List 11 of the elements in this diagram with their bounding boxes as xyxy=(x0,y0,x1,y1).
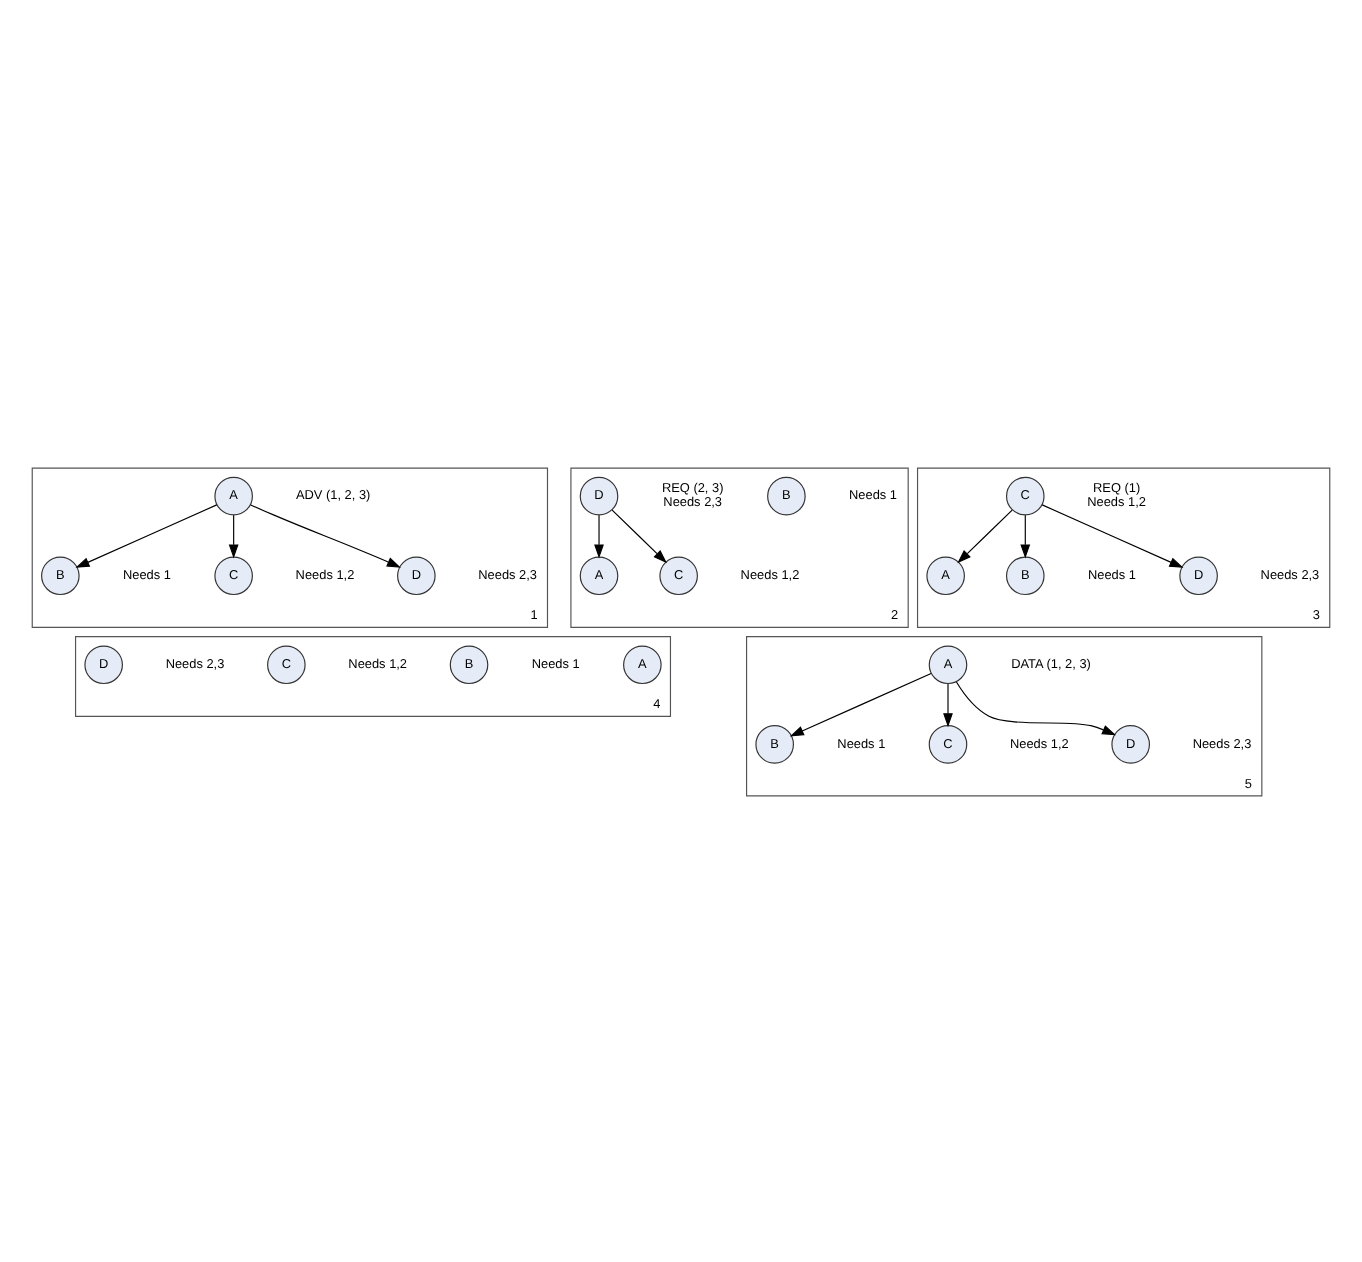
arrow xyxy=(943,682,953,727)
arrow xyxy=(957,508,1013,563)
arrow xyxy=(228,513,239,558)
arrow xyxy=(250,503,401,567)
arrow xyxy=(955,680,1117,735)
arrow xyxy=(789,671,932,736)
arrow xyxy=(75,503,218,567)
arrow xyxy=(594,513,604,558)
arrow xyxy=(1041,503,1184,567)
arrow xyxy=(1020,513,1031,558)
arrow xyxy=(611,508,668,563)
